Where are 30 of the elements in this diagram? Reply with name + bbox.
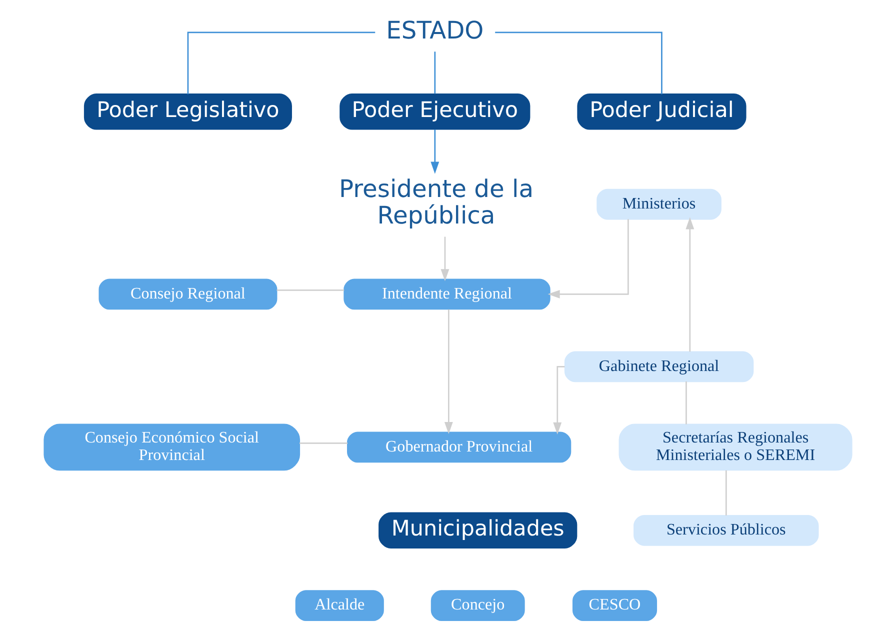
node-box: Municipalidades xyxy=(378,512,578,548)
arrow xyxy=(548,219,629,298)
node-box: Consejo Económico Social Provincial xyxy=(44,424,300,471)
arrow xyxy=(444,309,453,434)
connector xyxy=(276,290,344,291)
node-box: Servicios Públicos xyxy=(634,514,819,546)
connector xyxy=(434,52,436,94)
connector xyxy=(686,381,687,424)
arrow xyxy=(686,217,694,352)
node-box: Gabinete Regional xyxy=(564,351,754,382)
arrow xyxy=(440,236,450,282)
node-text: ESTADO xyxy=(386,16,484,44)
node-box: Ministerios xyxy=(596,188,722,220)
node-box: Gobernador Provincial xyxy=(347,432,572,463)
arrow xyxy=(430,130,440,174)
node-text: Presidente de la República xyxy=(339,174,534,230)
connector xyxy=(495,32,662,94)
node-box: Consejo Regional xyxy=(98,278,278,310)
connector xyxy=(300,442,348,444)
arrow xyxy=(553,366,565,434)
connector xyxy=(725,470,727,516)
node-box: Poder Ejecutivo xyxy=(340,94,530,130)
node-box: Poder Judicial xyxy=(577,94,746,130)
node-box: Secretarías Regionales Ministeriales o SEREMI xyxy=(618,424,852,471)
node-box: CESCO xyxy=(572,590,658,621)
node-box: Poder Legislativo xyxy=(84,94,292,130)
node-box: Concejo xyxy=(430,590,525,621)
node-box: Intendente Regional xyxy=(344,278,550,310)
connector xyxy=(187,32,376,94)
node-box: Alcalde xyxy=(295,590,384,621)
